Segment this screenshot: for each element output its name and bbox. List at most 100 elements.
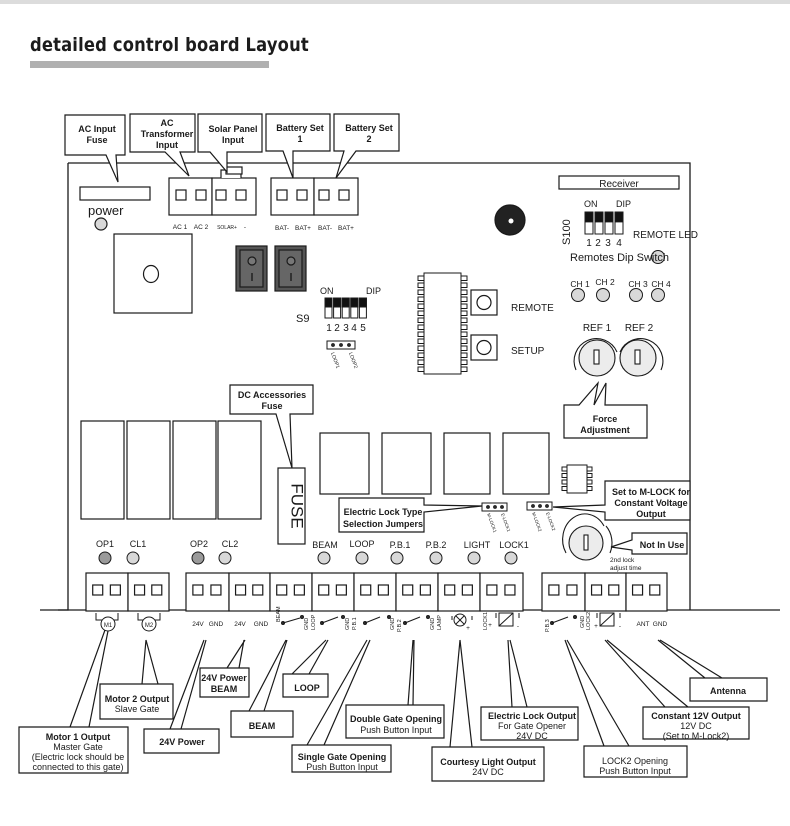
callout-title: Double Gate Opening	[350, 714, 442, 724]
terminal-label: P.B.3	[545, 619, 551, 632]
terminal-screw[interactable]	[486, 584, 498, 596]
jumper-pin	[531, 504, 535, 508]
callout-line: Push Button Input	[360, 725, 432, 735]
s100-dip-switch[interactable]	[584, 211, 624, 235]
s9-number: 3	[343, 323, 349, 334]
terminal-screw[interactable]	[504, 584, 516, 596]
pb3-switch	[551, 616, 569, 624]
relay-accessory-2	[381, 432, 432, 495]
callout-line: For Gate Opener	[498, 721, 566, 731]
jumper-pin	[339, 343, 343, 347]
mcu-pin	[460, 275, 468, 281]
terminal-screw[interactable]	[548, 584, 560, 596]
callout-loop	[282, 639, 329, 698]
terminal-screw[interactable]	[133, 584, 146, 596]
terminal-screw[interactable]	[360, 584, 372, 596]
chip-pin	[586, 479, 593, 485]
remote-led	[651, 250, 665, 264]
terminal-bat1-minus[interactable]	[276, 189, 288, 201]
callout-title: Constant 12V Output	[651, 711, 741, 721]
page-title: detailed control board Layout	[30, 34, 309, 56]
pb3-terminal-block[interactable]	[541, 572, 586, 612]
terminal-ac1[interactable]	[175, 189, 187, 201]
terminal-bat2-minus[interactable]	[318, 189, 330, 201]
terminal-screw[interactable]	[318, 584, 330, 596]
terminal-screw[interactable]	[252, 584, 264, 596]
top-border	[0, 0, 790, 4]
s9-dip-label: DIP	[366, 286, 381, 296]
terminal-screw[interactable]	[377, 584, 389, 596]
mcu-pin	[460, 359, 468, 365]
s100-caption: Remotes Dip Switch	[570, 252, 669, 264]
terminal-bat2-plus[interactable]	[338, 189, 350, 201]
chip-pin	[561, 466, 568, 472]
terminal-screw[interactable]	[335, 584, 347, 596]
terminal-screw[interactable]	[210, 584, 222, 596]
terminal-screw[interactable]	[109, 584, 121, 596]
relay-op1	[80, 420, 125, 520]
terminal-solar-minus[interactable]	[235, 189, 247, 201]
jumper-pin	[331, 343, 335, 347]
callout-motor2	[99, 639, 174, 720]
callout-battery-set-1	[265, 113, 331, 179]
callout-text: Adjustment	[580, 425, 630, 435]
terminal-screw[interactable]	[234, 584, 247, 596]
callout-text: AC	[161, 118, 174, 128]
receiver-module	[558, 175, 680, 190]
motor2-label: M2	[145, 623, 154, 629]
s100-dip-label: DIP	[616, 199, 631, 209]
terminal-bat1-plus[interactable]	[296, 189, 308, 201]
mcu-pin	[460, 331, 468, 337]
s9-name: S9	[296, 313, 309, 325]
terminal-label: LOCK1	[483, 612, 489, 630]
terminal-label: BAT-	[275, 225, 289, 232]
terminal-screw[interactable]	[276, 584, 288, 596]
loop2-jumper-label: LOOP2	[347, 352, 358, 370]
mlock1-label: M-LOCK1	[486, 513, 498, 534]
terminal-solar-plus[interactable]	[215, 189, 227, 201]
terminal-label: +	[594, 623, 598, 630]
callout-solar-panel	[197, 113, 263, 174]
ch1-label: CH 1	[570, 279, 590, 289]
terminal-screw[interactable]	[461, 584, 473, 596]
lock2-coil-diag	[599, 612, 615, 627]
callout-text: Input	[156, 140, 178, 150]
terminal-screw[interactable]	[419, 584, 431, 596]
mcu-pin	[417, 366, 425, 372]
battery2-terminal-block[interactable]	[313, 177, 359, 216]
solar-connector-tab	[225, 166, 243, 175]
terminal-ac2[interactable]	[195, 189, 207, 201]
callout-24v-power-beam	[199, 639, 250, 698]
callout-text: Electric Lock Type	[344, 507, 423, 517]
terminal-screw[interactable]	[293, 584, 305, 596]
terminal-screw[interactable]	[444, 584, 456, 596]
relay-cl2	[217, 420, 262, 520]
fuse-label: FUSE	[288, 483, 307, 528]
setup-button-label: SETUP	[511, 346, 545, 357]
terminal-screw[interactable]	[92, 584, 104, 596]
terminal-screw[interactable]	[608, 584, 620, 596]
terminal-screw[interactable]	[151, 584, 163, 596]
callout-text: 24V Power	[159, 737, 205, 747]
terminal-label: -	[619, 623, 621, 630]
terminal-screw[interactable]	[402, 584, 414, 596]
terminal-screw[interactable]	[631, 584, 644, 596]
terminal-screw[interactable]	[566, 584, 578, 596]
light-label: LIGHT	[464, 540, 491, 550]
callout-antenna	[657, 639, 768, 702]
rocker-switch-1-o	[247, 256, 257, 266]
callout-line: connected to this gate)	[32, 762, 123, 772]
rocker-switch-2-face	[278, 249, 303, 288]
terminal-label: AC 1	[173, 224, 188, 231]
s9-dip-switch[interactable]	[324, 297, 367, 319]
lock-adjust-label: adjust time	[610, 565, 642, 572]
ref2-label: REF 2	[625, 323, 654, 334]
pb2-label: P.B.2	[426, 540, 447, 550]
terminal-screw[interactable]	[590, 584, 603, 596]
s9-switch-knob	[341, 297, 350, 308]
terminal-screw[interactable]	[649, 584, 661, 596]
callout-text: Transformer	[141, 129, 194, 139]
terminal-screw[interactable]	[192, 584, 204, 596]
relay-cl1	[126, 420, 171, 520]
s9-switch-knob	[333, 297, 342, 308]
